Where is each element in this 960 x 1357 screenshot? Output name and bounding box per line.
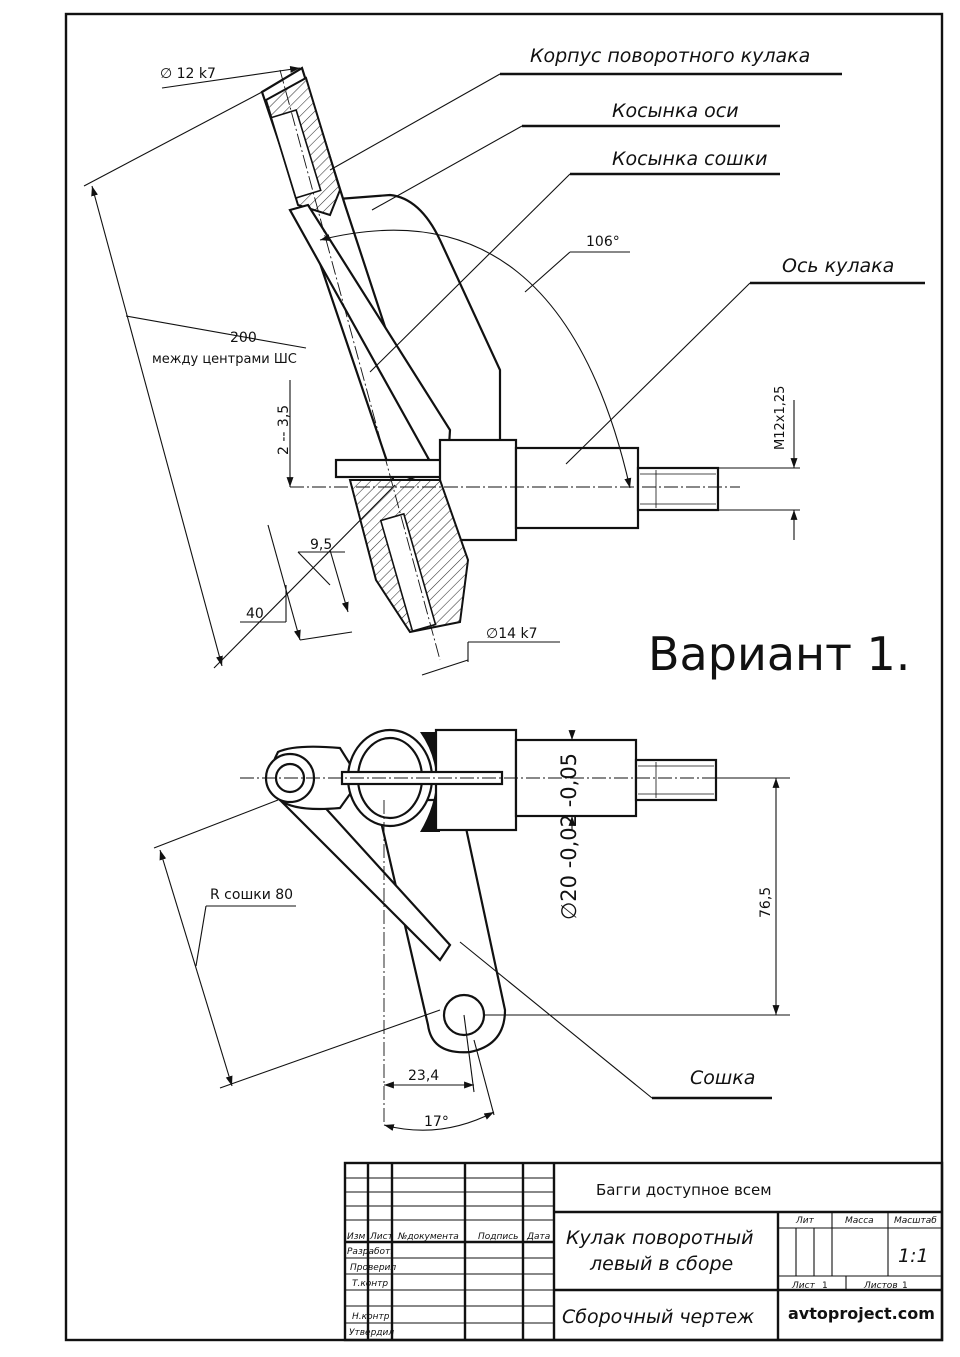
tb-scale: 1:1 [898, 1245, 929, 1267]
dim-d12-label: ∅ 12 k7 [160, 66, 216, 82]
tb-col-sign: Подпись [478, 1232, 518, 1242]
dim-radius-label: R сошки 80 [210, 887, 293, 903]
tb-row-razrab: Разработ. [347, 1247, 393, 1257]
top-leaders: Корпус поворотного кулака Косынка оси Ко… [329, 45, 925, 465]
tb-name-line2: левый в сборе [589, 1253, 733, 1275]
label-arm-gusset: Косынка сошки [612, 148, 767, 170]
label-arm: Сошка [690, 1067, 755, 1089]
tb-site: avtoproject.com [788, 1304, 935, 1323]
axle-thread-bottom [634, 758, 718, 802]
upper-bore [270, 109, 322, 199]
tb-name-line1: Кулак поворотный [566, 1227, 753, 1249]
tb-sheets: 1 [902, 1281, 908, 1291]
tb-row-prov: Проверил [350, 1263, 396, 1273]
lower-bore [379, 512, 437, 633]
tb-scale-label: Масштаб [894, 1216, 937, 1226]
dim-23-4-label: 23,4 [408, 1068, 439, 1084]
tb-doc-type: Сборочный чертеж [562, 1306, 754, 1328]
angle-106-label: 106° [586, 234, 620, 250]
tb-col-doc: №документа [397, 1232, 459, 1242]
label-body: Корпус поворотного кулака [530, 45, 810, 67]
dim-d20-label: ∅20 -0,02 -0,05 [557, 753, 581, 920]
tb-row-utv: Утвердил [349, 1328, 394, 1338]
title-block: Изм Лист №документа Подпись Дата Разрабо… [343, 1161, 944, 1342]
dim-offset-label: 2 -- 3,5 [276, 405, 292, 455]
angle-17-label: 17° [424, 1114, 449, 1130]
tb-col-izm: Изм [347, 1232, 366, 1242]
tb-sheets-label: Листов [863, 1281, 898, 1291]
label-axle-gusset: Косынка оси [612, 100, 739, 122]
bottom-view: ∅20 -0,02 -0,05 76,5 R сошки 80 23,4 17°… [153, 728, 790, 1131]
tb-row-nkontr: Н.контр [352, 1312, 390, 1322]
arm-plate [374, 798, 507, 1054]
label-knuckle-axle: Ось кулака [782, 255, 894, 277]
top-view: 106° 200 между центрами ШС ∅ 12 k7 2 -- … [83, 65, 800, 676]
tb-mass: Масса [845, 1216, 874, 1226]
tb-sheet: 1 [822, 1281, 828, 1291]
variant-title: Вариант 1. [648, 627, 910, 681]
axle-shaft-main [514, 446, 640, 530]
tb-col-list: Лист [369, 1232, 394, 1242]
dim-76-5-label: 76,5 [758, 887, 774, 918]
dim-200-label: 200 [230, 330, 257, 346]
tb-col-date: Дата [526, 1232, 550, 1242]
dim-200-note: между центрами ШС [152, 352, 297, 367]
dim-d14-label: ∅14 k7 [486, 626, 537, 642]
tb-lit: Лит [795, 1216, 815, 1226]
tb-sheet-label: Лист [791, 1281, 816, 1291]
thread-label: M12x1,25 [773, 386, 788, 450]
tb-row-tkontr: Т.контр [352, 1279, 388, 1289]
tb-project: Багги доступное всем [596, 1181, 772, 1199]
dim-9-5-label: 9,5 [310, 537, 332, 553]
axle-thread [636, 466, 720, 512]
dim-40-label: 40 [246, 606, 264, 622]
